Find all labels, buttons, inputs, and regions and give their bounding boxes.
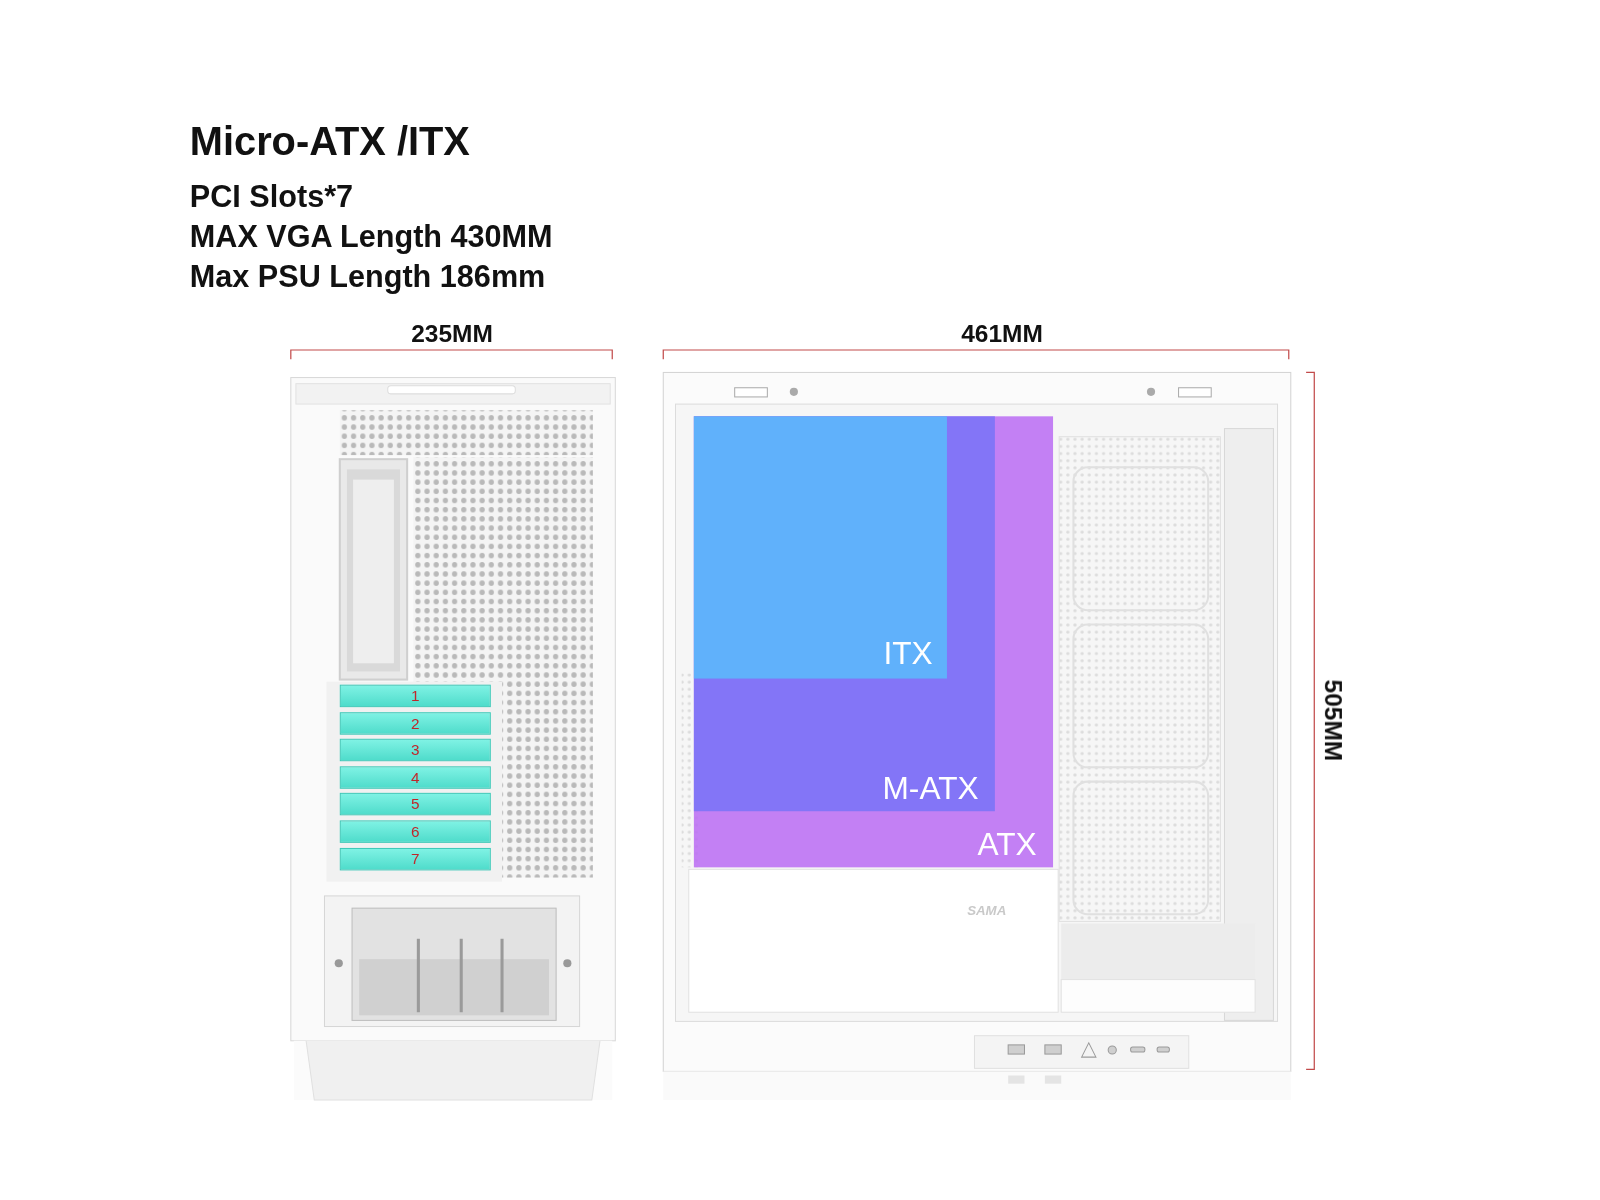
slot-number: 5 xyxy=(341,795,490,812)
dimension: 461MM xyxy=(961,319,1043,348)
slot-number: 4 xyxy=(341,768,490,785)
title: Micro-ATX /ITX xyxy=(190,119,470,164)
slot-number: 2 xyxy=(341,714,490,731)
board-size-label: M-ATX xyxy=(883,770,979,807)
pci-slot: 5 xyxy=(340,793,491,815)
board-size-label: ITX xyxy=(883,636,932,673)
slot-number: 7 xyxy=(341,850,490,867)
pci-slot: 2 xyxy=(340,712,491,734)
dimension: 235MM xyxy=(411,319,493,348)
spec-line: MAX VGA Length 430MM xyxy=(190,219,553,254)
pci-slot: 1 xyxy=(340,685,491,707)
board-size-label: ATX xyxy=(978,827,1037,864)
slot-number: 3 xyxy=(341,741,490,758)
matx-area: M-ATX ITX xyxy=(694,416,995,811)
spec-line: Max PSU Length 186mm xyxy=(190,259,546,294)
pci-slot: 6 xyxy=(340,820,491,842)
dimension: 505MM xyxy=(1318,677,1347,765)
slot-number: 6 xyxy=(341,822,490,839)
spec-line: PCI Slots*7 xyxy=(190,180,353,215)
atx-area: ATX M-ATX ITX xyxy=(694,416,1053,867)
pci-slot: 4 xyxy=(340,766,491,788)
itx-area: ITX xyxy=(694,416,947,678)
logo-watermark: SAMA xyxy=(967,903,1006,918)
slot-number: 1 xyxy=(341,687,490,704)
pci-slot: 7 xyxy=(340,848,491,870)
pci-slot: 3 xyxy=(340,739,491,761)
